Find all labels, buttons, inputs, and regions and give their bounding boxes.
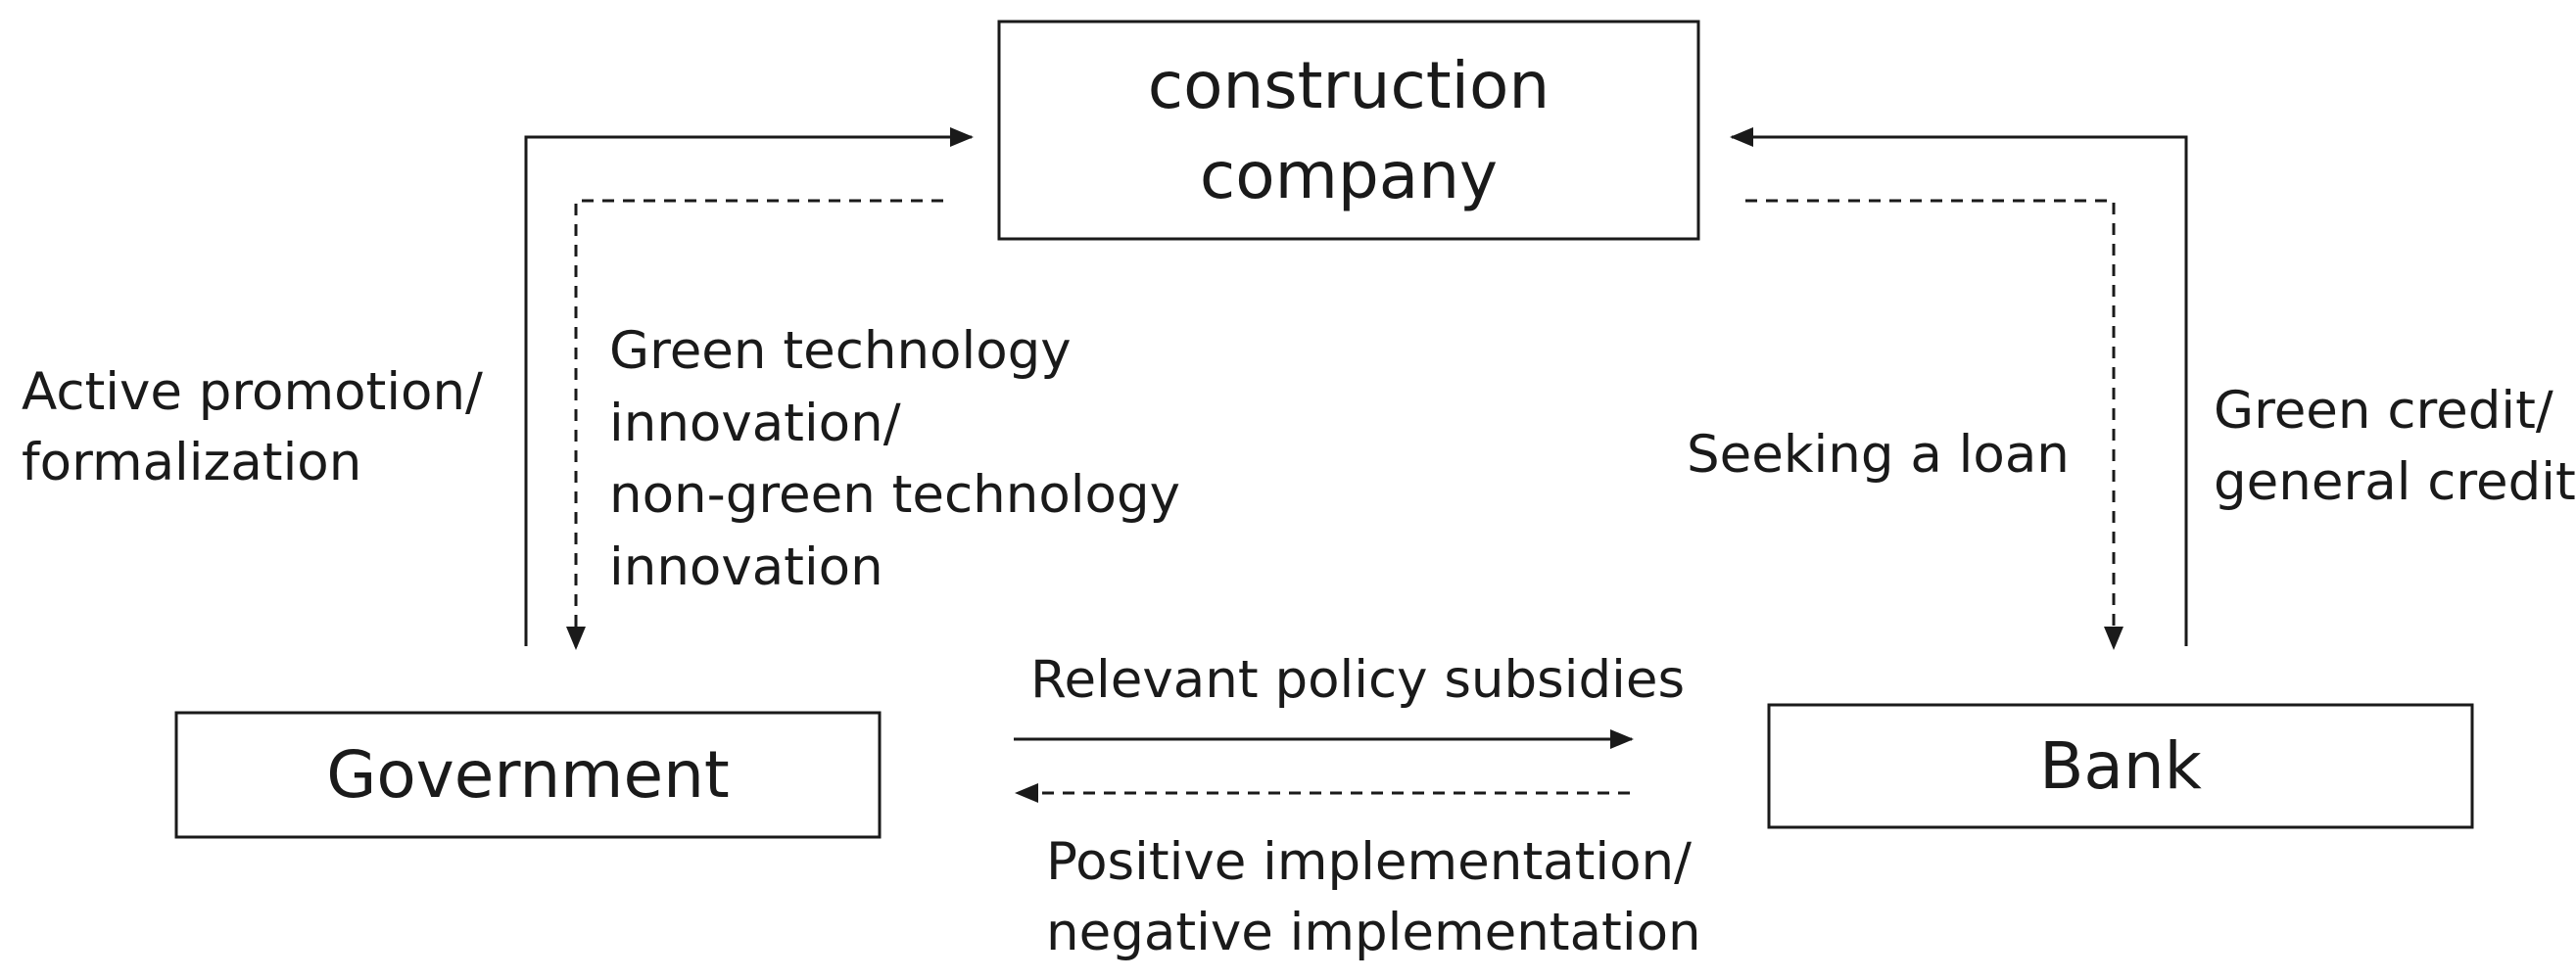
edge-company-to-bank-label: Seeking a loan [1687,425,2070,485]
node-bank: Bank [1767,703,2474,829]
government-label: Government [326,737,730,813]
edge-bank-to-company-label-line1: Green credit/ [2214,381,2553,441]
government-box [174,711,882,839]
edge-company-to-government-label-line3: non-green technology [609,465,1180,525]
edge-government-to-bank: Relevant policy subsidies [1014,650,1685,749]
edge-government-to-bank-label: Relevant policy subsidies [1030,650,1685,710]
edge-government-to-company-label-line2: formalization [22,433,361,492]
edge-bank-to-government-label-line1: Positive implementation/ [1046,832,1692,892]
edge-bank-to-company-line [1730,127,2188,646]
edge-company-to-government-label-line2: innovation/ [609,394,901,453]
construction-company-label-line2: company [1200,138,1498,213]
node-government: Government [174,711,882,839]
edge-bank-to-government: Positive implementation/ negative implem… [1015,783,1701,962]
edge-bank-to-company-label-line2: general credit [2214,452,2576,512]
node-construction-company: construction company [997,20,1700,241]
edge-company-to-government-label-line4: innovation [609,537,883,597]
edge-company-to-government-line [566,199,943,650]
bank-box [1767,703,2474,829]
construction-company-box [997,20,1700,241]
edge-company-to-government-label-line1: Green technology [609,321,1072,381]
construction-company-label-line1: construction [1148,48,1550,123]
edge-government-to-company-label-line1: Active promotion/ [22,362,483,422]
edge-company-to-bank: Seeking a loan [1687,199,2123,650]
edge-government-to-company-line [524,127,974,646]
edge-bank-to-government-label-line2: negative implementation [1046,903,1701,962]
edge-company-to-government: Green technology innovation/ non-green t… [566,199,1180,650]
edge-company-to-bank-line [1745,199,2123,650]
bank-label: Bank [2039,728,2203,804]
edge-government-to-company: Active promotion/ formalization [22,127,974,646]
edge-bank-to-company: Green credit/ general credit [1730,127,2576,646]
